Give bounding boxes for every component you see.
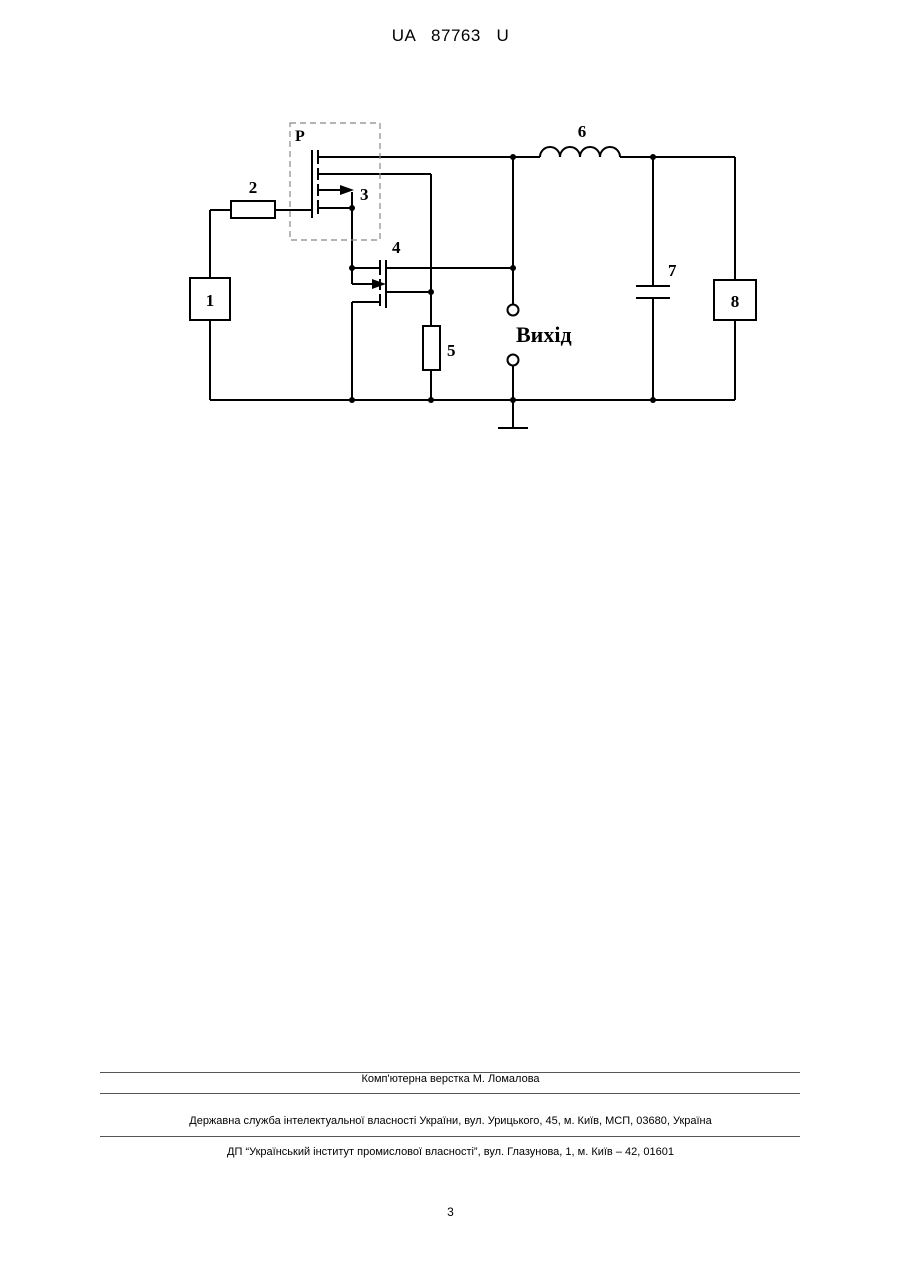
output-terminal-bottom [508, 355, 519, 366]
label-p: P [295, 128, 305, 145]
capacitor-7 [636, 286, 670, 298]
label-resistor-2: 2 [249, 178, 258, 197]
layout-credit: Комп'ютерна верстка М. Ломалова [0, 1073, 901, 1085]
label-block-1: 1 [206, 291, 215, 310]
resistor-2 [231, 201, 275, 218]
label-output: Вихід [516, 322, 572, 347]
inductor-6 [540, 147, 620, 157]
label-transistor-3: 3 [360, 185, 369, 204]
resistor-5 [423, 326, 440, 370]
label-capacitor-7: 7 [668, 261, 677, 280]
footer-rule-bottom [100, 1136, 800, 1137]
institute-address: ДП “Український інститут промислової вла… [0, 1146, 901, 1158]
label-block-8: 8 [731, 292, 740, 311]
agency-address: Державна служба інтелектуальної власност… [0, 1115, 901, 1127]
label-inductor-6: 6 [578, 122, 587, 141]
label-transistor-4: 4 [392, 238, 401, 257]
footer-rule-middle [100, 1093, 800, 1094]
label-resistor-5: 5 [447, 341, 456, 360]
circuit-diagram: 1 2 3 4 5 6 7 8 P Вихід [0, 0, 901, 460]
page-number: 3 [0, 1205, 901, 1219]
output-terminal-top [508, 305, 519, 316]
junction-dots [349, 154, 656, 403]
